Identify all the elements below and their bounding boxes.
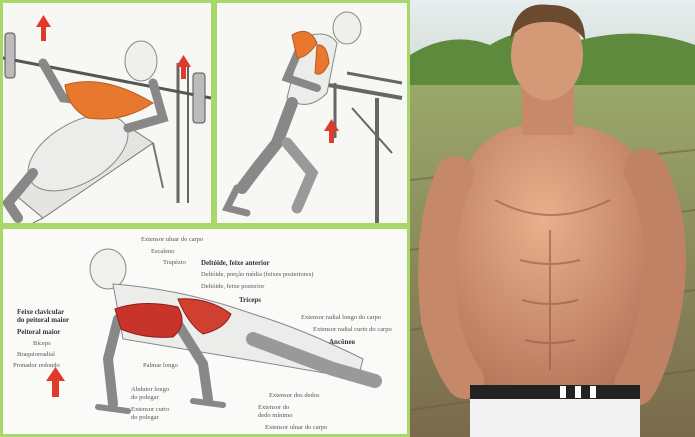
label-extensor-minimo: Extensor do [258, 404, 290, 411]
label-extensor-minimo-2: dedo mínimo [258, 412, 293, 419]
label-feixe-clavicular-2: do peitoral maior [17, 316, 70, 324]
label-triceps: Tríceps [239, 296, 262, 304]
label-abdutor-longo: Abdutor longo [131, 386, 170, 393]
label-deltoide-posterior: Deltóide, feixe posterior [201, 283, 265, 290]
label-abdutor-longo-2: do polegar [131, 394, 159, 401]
bench-press-drawing [3, 3, 211, 223]
label-extensor-radial-longo: Extensor radial longo do carpo [301, 314, 382, 321]
label-pronador-redondo: Pronador redondo [13, 362, 60, 369]
pushup-drawing [3, 229, 407, 434]
athlete-photo-drawing [410, 0, 695, 437]
label-extensor-ulnar-top: Extensor ulnar do carpo [141, 236, 204, 243]
label-braquiorradial: Braquiorradial [17, 351, 55, 358]
label-extensor-curto: Extensor curto [131, 406, 170, 413]
dips-illustration [214, 0, 410, 226]
dips-drawing [217, 3, 407, 223]
label-extensor-ulnar-carpo: Extensor ulnar do carpo [265, 424, 328, 431]
label-biceps: Bíceps [33, 340, 51, 347]
label-feixe-clavicular: Feixe clavicular [17, 308, 65, 316]
label-deltoide-medio: Deltóide, porção média (feixes posterior… [201, 271, 314, 278]
bench-press-illustration [0, 0, 214, 226]
athlete-photo [410, 0, 695, 437]
label-extensor-radial-curto: Extensor radial curto do carpo [313, 326, 392, 333]
label-escaleno: Escaleno [151, 248, 175, 255]
label-extensor-curto-2: do polegar [131, 414, 159, 421]
label-anconeo: Ancôneo [329, 338, 356, 346]
label-trapezio: Trapézio [163, 259, 186, 266]
label-palmar-longo: Palmar longo [143, 362, 178, 369]
label-extensor-dedos: Extensor dos dedos [269, 392, 320, 399]
label-peitoral-maior: Peitoral maior [17, 328, 61, 336]
pushup-anatomy-chart: Extensor ulnar do carpo Escaleno Trapézi… [0, 226, 410, 437]
label-deltoide-anterior: Deltóide, feixe anterior [201, 259, 270, 267]
